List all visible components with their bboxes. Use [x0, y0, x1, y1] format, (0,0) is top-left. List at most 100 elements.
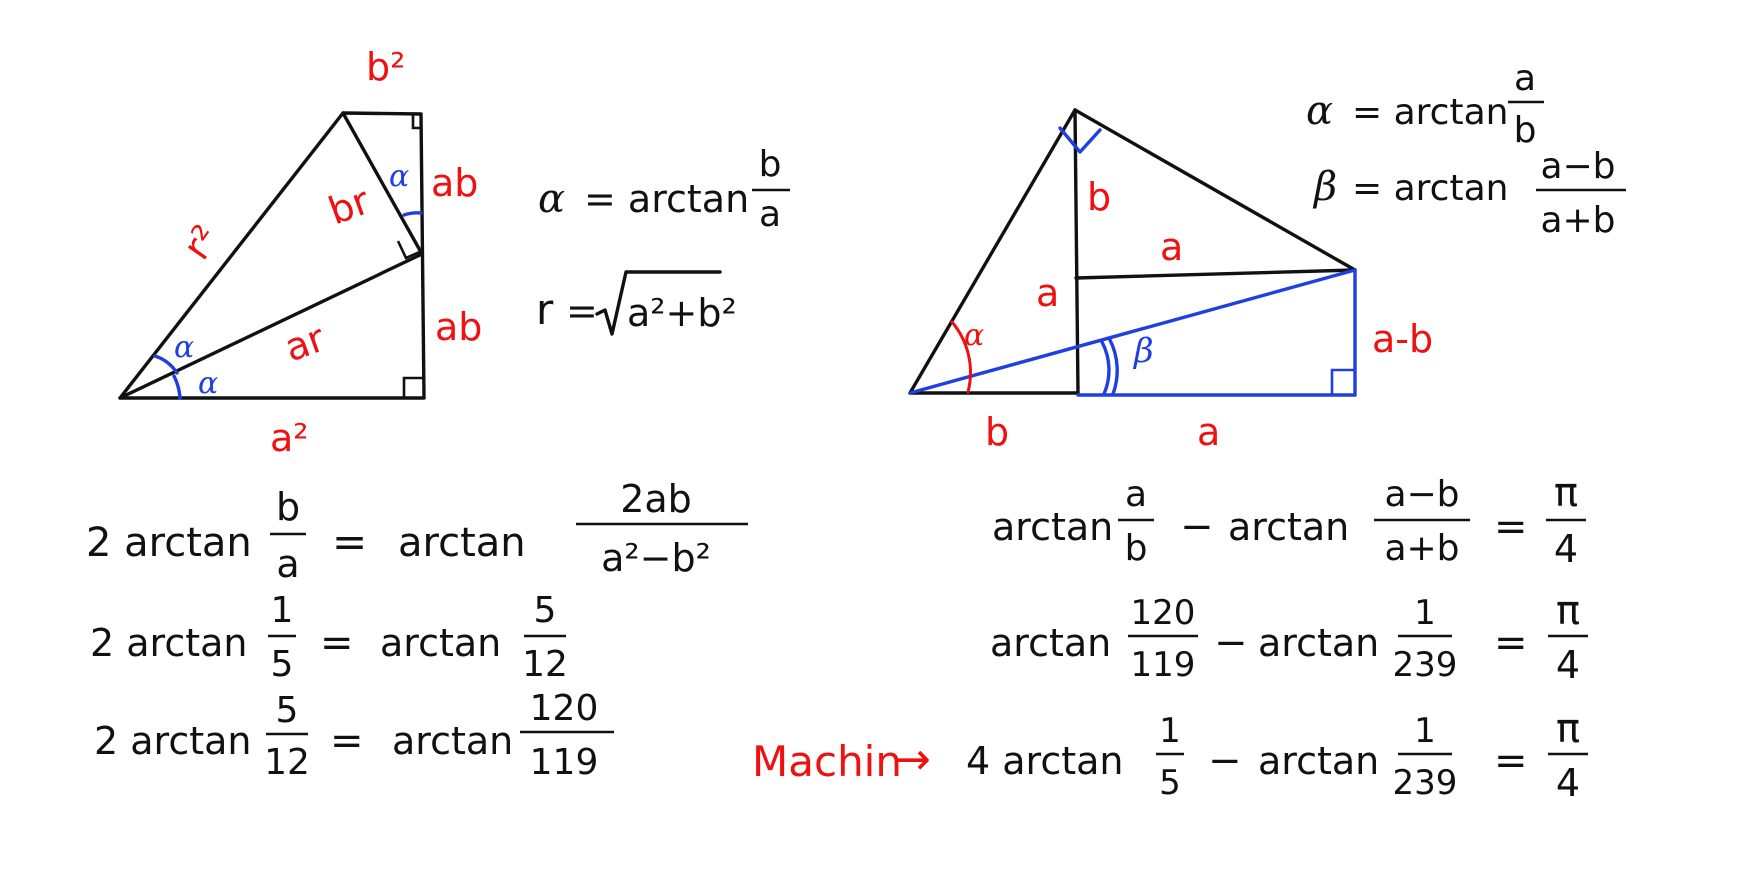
- eq2-equals: =: [320, 620, 354, 666]
- left-equation-1: 2 arctan b a = arctan 2ab a²−b²: [86, 477, 748, 586]
- right-angle-mark-top: [1058, 126, 1102, 154]
- left-outer-outline: [118, 111, 426, 400]
- machin-formula: Machin → 4 arctan 1 5 − arctan 1 239 = π…: [752, 706, 1588, 805]
- right-beta-denominator: a+b: [1540, 200, 1615, 241]
- left-right-angle-middle: [396, 240, 423, 260]
- req1-term1-text: arctan: [992, 505, 1113, 549]
- right-hypotenuse-top: [1073, 108, 1357, 272]
- machin-term2-numerator: 1: [1414, 711, 1436, 751]
- eq3-rhs-numerator: 120: [530, 688, 599, 729]
- right-vertical-segment: [1073, 108, 1080, 395]
- right-label-a-bottom: a: [1197, 410, 1220, 454]
- right-beta-eq: = arctan: [1352, 168, 1508, 209]
- right-inner-horizontal: [1074, 268, 1357, 280]
- eq3-equals: =: [330, 718, 364, 764]
- req2-term1-denominator: 119: [1131, 645, 1196, 685]
- right-definitions: α = arctan a b β = arctan a−b a+b: [1306, 58, 1626, 241]
- right-label-a-vertical: a: [1036, 271, 1059, 315]
- right-label-beta: β: [1132, 331, 1154, 371]
- left-right-angle-bottom: [402, 376, 424, 398]
- sqrt-sign: [595, 270, 722, 336]
- left-angle-arc-lower: [172, 374, 182, 400]
- req2-term2-numerator: 1: [1414, 593, 1436, 633]
- right-angle-mark-bottom: [1330, 368, 1355, 395]
- eq2-rhs-text: arctan: [380, 621, 501, 665]
- req2-term1-numerator: 120: [1131, 593, 1196, 633]
- right-equation-2: arctan 120 119 − arctan 1 239 = π 4: [990, 588, 1588, 687]
- req2-minus: −: [1214, 620, 1248, 666]
- right-diagonal-blue: [908, 268, 1357, 395]
- eq1-rhs-numerator: 2ab: [620, 477, 692, 521]
- req2-four: 4: [1556, 643, 1580, 687]
- left-definitions: α = arctan b a r = a²+b²: [536, 144, 790, 336]
- eq1-rhs-text: arctan: [398, 520, 526, 566]
- machin-pi: π: [1556, 706, 1580, 752]
- req2-term1-text: arctan: [990, 621, 1111, 665]
- right-alpha-arc: [950, 320, 972, 394]
- eq1-lhs-denominator: a: [276, 542, 299, 586]
- req1-pi: π: [1554, 470, 1578, 516]
- left-equation-3: 2 arctan 5 12 = arctan 120 119: [94, 688, 614, 783]
- req1-term1-numerator: a: [1125, 474, 1147, 515]
- eq2-lhs-text: 2 arctan: [90, 621, 248, 665]
- req1-four: 4: [1554, 527, 1578, 571]
- req1-minus: −: [1180, 504, 1214, 550]
- right-beta-arc-outer: [1108, 338, 1119, 396]
- req2-term2-denominator: 239: [1393, 645, 1458, 685]
- machin-label: Machin: [752, 737, 902, 786]
- right-label-b-vertical: b: [1087, 175, 1111, 219]
- left-triangle-figure: b² r² br ab ab ar a² α α α: [118, 45, 482, 460]
- left-r-eq: =: [566, 289, 598, 333]
- right-label-a-inner: a: [1160, 225, 1183, 269]
- machin-four: 4: [1556, 761, 1580, 805]
- eq3-lhs-numerator: 5: [276, 690, 299, 731]
- right-alpha-eq: = arctan: [1352, 92, 1508, 133]
- label-br: br: [323, 178, 376, 233]
- right-label-b-bottom: b: [985, 410, 1009, 454]
- left-angle-arc-upper: [153, 354, 179, 375]
- right-triangle-figure: b a a a-b b a α β: [908, 108, 1433, 454]
- eq1-equals: =: [332, 517, 367, 566]
- right-label-alpha: α: [964, 318, 984, 353]
- left-alpha-symbol: α: [538, 176, 565, 222]
- machin-term1-text: 4 arctan: [966, 739, 1124, 783]
- right-alpha-numerator: a: [1514, 58, 1536, 99]
- left-alpha-eq: = arctan: [584, 177, 749, 221]
- eq3-rhs-denominator: 119: [530, 742, 599, 783]
- label-r-squared: r²: [174, 217, 228, 268]
- label-alpha-upper: α: [174, 330, 194, 365]
- eq3-lhs-denominator: 12: [264, 742, 310, 783]
- label-alpha-lower: α: [198, 366, 218, 401]
- machin-equals: =: [1494, 738, 1528, 784]
- req2-term2-text: arctan: [1258, 621, 1379, 665]
- right-beta-symbol: β: [1312, 164, 1337, 210]
- left-r-radicand: a²+b²: [627, 291, 737, 335]
- label-alpha-right: α: [389, 159, 409, 194]
- right-alpha-denominator: b: [1514, 110, 1537, 151]
- req1-term2-text: arctan: [1228, 505, 1349, 549]
- right-hypotenuse-left: [908, 108, 1077, 395]
- label-b-squared: b²: [366, 45, 405, 89]
- eq3-rhs-text: arctan: [392, 719, 513, 763]
- left-right-angle-top: [411, 114, 421, 130]
- req1-term1-denominator: b: [1125, 528, 1148, 569]
- right-label-a-minus-b: a-b: [1372, 317, 1433, 361]
- machin-term1-denominator: 5: [1159, 763, 1181, 803]
- label-a-squared: a²: [270, 416, 309, 460]
- eq3-lhs-text: 2 arctan: [94, 719, 252, 763]
- machin-arrow: →: [894, 734, 931, 785]
- left-equation-2: 2 arctan 1 5 = arctan 5 12: [90, 590, 568, 685]
- eq2-rhs-denominator: 12: [522, 644, 568, 685]
- eq1-lhs-text: 2 arctan: [86, 520, 252, 566]
- label-ab-lower: ab: [435, 305, 482, 349]
- eq1-rhs-denominator: a²−b²: [601, 536, 711, 580]
- eq2-rhs-numerator: 5: [534, 590, 557, 631]
- left-alpha-denominator: a: [759, 194, 781, 235]
- machin-minus: −: [1208, 738, 1242, 784]
- req2-pi: π: [1556, 588, 1580, 634]
- machin-term2-denominator: 239: [1393, 763, 1458, 803]
- left-alpha-numerator: b: [759, 144, 782, 185]
- machin-term1-numerator: 1: [1159, 711, 1181, 751]
- right-beta-arc-inner: [1100, 340, 1111, 396]
